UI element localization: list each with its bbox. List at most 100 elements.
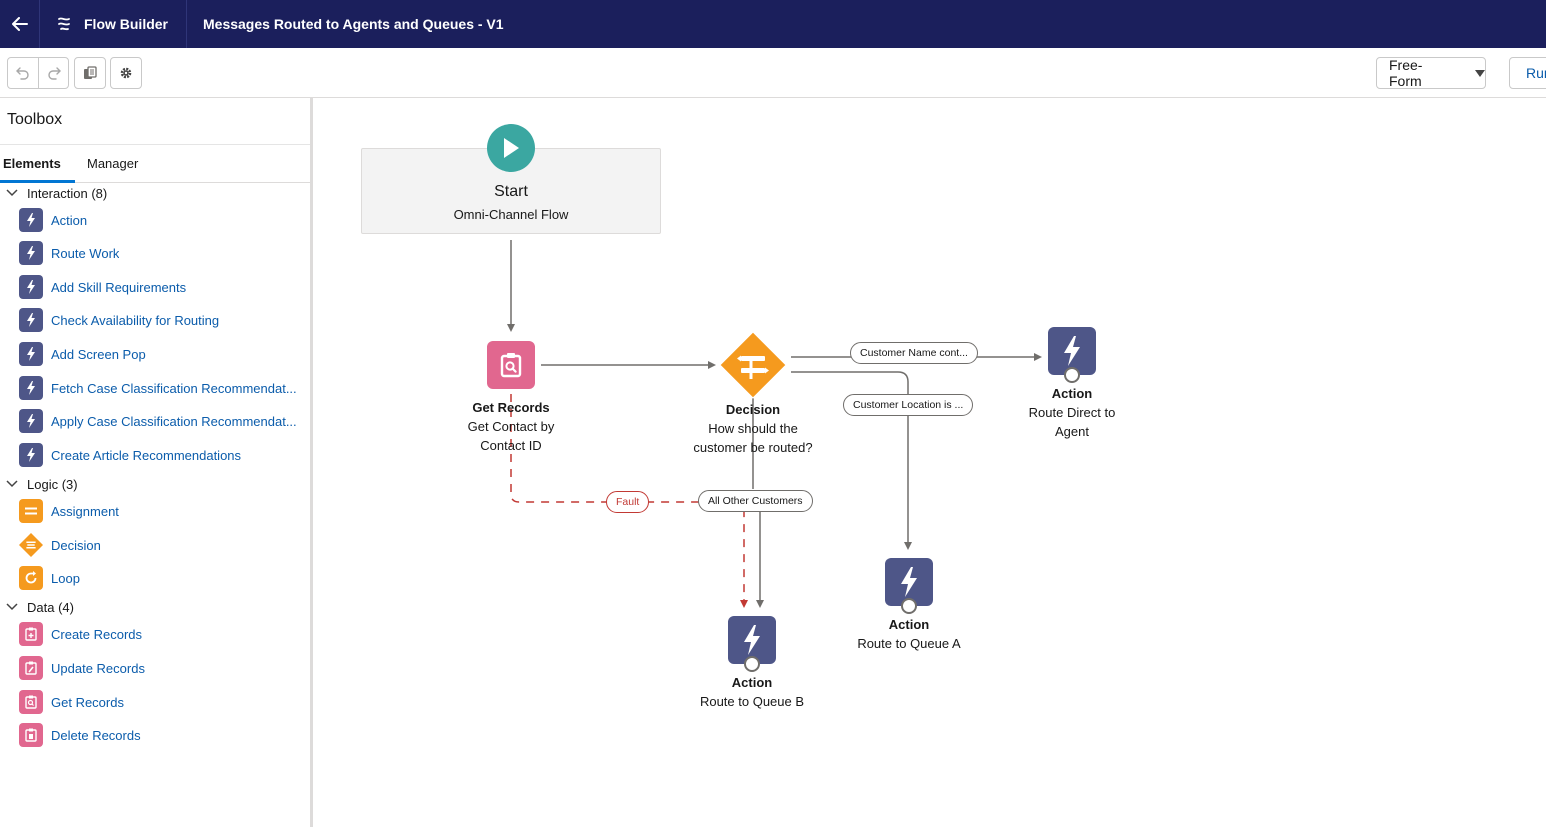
outcome-customer-location[interactable]: Customer Location is ... <box>843 394 974 416</box>
node-type: Decision <box>725 402 781 417</box>
undo-redo-group <box>7 57 69 89</box>
toolbox-item-create-records[interactable]: Create Records <box>19 622 307 646</box>
start-title: Start <box>494 183 528 200</box>
tab-elements[interactable]: Elements <box>0 145 75 183</box>
redo-icon <box>47 67 61 80</box>
app-name: Flow Builder <box>40 0 187 48</box>
lightning-icon <box>19 443 43 467</box>
decision-label: Decision How should the customer be rout… <box>678 400 828 457</box>
lightning-icon <box>19 208 43 232</box>
toolbox-item-fetch-case-classification[interactable]: Fetch Case Classification Recommendat... <box>19 376 307 400</box>
toolbox-item-label: Assignment <box>51 503 119 519</box>
action-route-agent-label: Action Route Direct to Agent <box>1012 384 1132 441</box>
start-node[interactable]: Start Omni-Channel Flow <box>361 148 661 234</box>
toolbox-item-route-work[interactable]: Route Work <box>19 241 307 265</box>
toolbox-item-label: Delete Records <box>51 727 141 743</box>
node-name-line1: How should the <box>708 421 798 436</box>
connector-handle[interactable] <box>1064 367 1080 383</box>
section-interaction[interactable]: Interaction (8) <box>0 183 107 203</box>
back-button[interactable] <box>0 0 40 48</box>
toolbox-item-update-records[interactable]: Update Records <box>19 656 307 680</box>
toolbox-item-label: Route Work <box>51 245 120 261</box>
section-label: Logic (3) <box>27 476 78 492</box>
canvas-mode-value: Free-Form <box>1389 57 1423 89</box>
lightning-icon <box>901 567 917 597</box>
update-records-icon <box>19 656 43 680</box>
undo-button[interactable] <box>8 58 38 88</box>
lightning-icon <box>19 241 43 265</box>
header-bar: Flow Builder Messages Routed to Agents a… <box>0 0 1546 48</box>
lightning-icon <box>744 625 760 655</box>
lightning-icon <box>19 409 43 433</box>
get-records-node[interactable] <box>487 341 535 389</box>
start-play-icon[interactable] <box>487 124 535 172</box>
toolbox-item-action[interactable]: Action <box>19 208 307 232</box>
decision-icon <box>19 533 43 557</box>
toolbox-item-loop[interactable]: Loop <box>19 566 307 590</box>
toolbox-item-decision[interactable]: Decision <box>19 533 307 557</box>
flow-icon <box>58 17 70 31</box>
copy-icon <box>84 66 97 79</box>
copy-button[interactable] <box>74 57 106 89</box>
toolbox-item-label: Add Skill Requirements <box>51 279 187 295</box>
node-name-line1: Route to Queue B <box>699 694 805 709</box>
toolbox-item-assignment[interactable]: Assignment <box>19 499 307 523</box>
section-label: Data (4) <box>27 599 74 615</box>
node-name-line2: Contact ID <box>480 438 542 453</box>
toolbox-item-delete-records[interactable]: Delete Records <box>19 723 307 747</box>
toolbox-item-add-screen-pop[interactable]: Add Screen Pop <box>19 342 307 366</box>
toolbox-item-apply-case-classification[interactable]: Apply Case Classification Recommendat... <box>19 409 307 433</box>
flow-title: Messages Routed to Agents and Queues - V… <box>203 16 504 32</box>
node-name-line1: Route Direct to <box>1028 405 1116 420</box>
toolbox-item-label: Loop <box>51 570 80 586</box>
toolbox-item-label: Fetch Case Classification Recommendat... <box>51 380 297 396</box>
caret-down-icon <box>1475 69 1485 77</box>
toolbar: Free-Form Run <box>0 48 1546 98</box>
canvas-mode-select[interactable]: Free-Form <box>1376 57 1486 89</box>
toolbox-panel: Toolbox Elements Manager Interaction (8)… <box>0 98 313 827</box>
section-label: Interaction (8) <box>27 185 108 201</box>
run-button[interactable]: Run <box>1509 57 1546 89</box>
connector-handle[interactable] <box>744 656 760 672</box>
section-logic[interactable]: Logic (3) <box>0 474 78 494</box>
flow-canvas[interactable]: Start Omni-Channel Flow Get Records Get … <box>313 98 1546 827</box>
toolbox-tabs: Elements Manager <box>0 144 310 183</box>
outcome-customer-name[interactable]: Customer Name cont... <box>850 342 978 364</box>
chevron-down-icon <box>0 603 24 611</box>
redo-button[interactable] <box>38 58 68 88</box>
get-records-label: Get Records Get Contact by Contact ID <box>441 398 581 455</box>
settings-button[interactable] <box>110 57 142 89</box>
node-name-line2: Agent <box>1055 424 1089 439</box>
toolbox-item-label: Decision <box>51 537 101 553</box>
toolbox-item-check-availability[interactable]: Check Availability for Routing <box>19 308 307 332</box>
toolbox-item-label: Get Records <box>51 694 124 710</box>
toolbox-item-label: Create Article Recommendations <box>51 447 242 463</box>
run-button-label: Run <box>1526 65 1546 81</box>
fault-connector-label[interactable]: Fault <box>606 491 650 513</box>
connector-handle[interactable] <box>901 598 917 614</box>
node-type: Get Records <box>472 400 550 415</box>
toolbox-item-label: Create Records <box>51 626 143 642</box>
decision-node[interactable] <box>719 331 787 399</box>
delete-records-icon <box>19 723 43 747</box>
toolbox-item-add-skill-requirements[interactable]: Add Skill Requirements <box>19 275 307 299</box>
lightning-icon <box>19 275 43 299</box>
lightning-icon <box>19 308 43 332</box>
start-subtitle: Omni-Channel Flow <box>453 207 569 222</box>
action-queue-b-label: Action Route to Queue B <box>687 673 817 711</box>
outcome-all-other-customers[interactable]: All Other Customers <box>698 490 813 512</box>
toolbox-item-label: Check Availability for Routing <box>51 312 220 328</box>
create-records-icon <box>19 622 43 646</box>
chevron-down-icon <box>0 189 24 197</box>
toolbox-item-get-records[interactable]: Get Records <box>19 690 307 714</box>
toolbox-item-label: Add Screen Pop <box>51 346 146 362</box>
decision-icon <box>719 331 787 399</box>
action-queue-a-label: Action Route to Queue A <box>844 615 974 653</box>
arrow-left-icon <box>11 17 28 31</box>
toolbox-title: Toolbox <box>7 111 63 128</box>
tab-manager[interactable]: Manager <box>87 156 139 171</box>
toolbox-item-label: Action <box>51 212 88 228</box>
toolbox-item-create-article-recommendations[interactable]: Create Article Recommendations <box>19 443 307 467</box>
section-data[interactable]: Data (4) <box>0 597 74 617</box>
node-name-line1: Get Contact by <box>467 419 555 434</box>
